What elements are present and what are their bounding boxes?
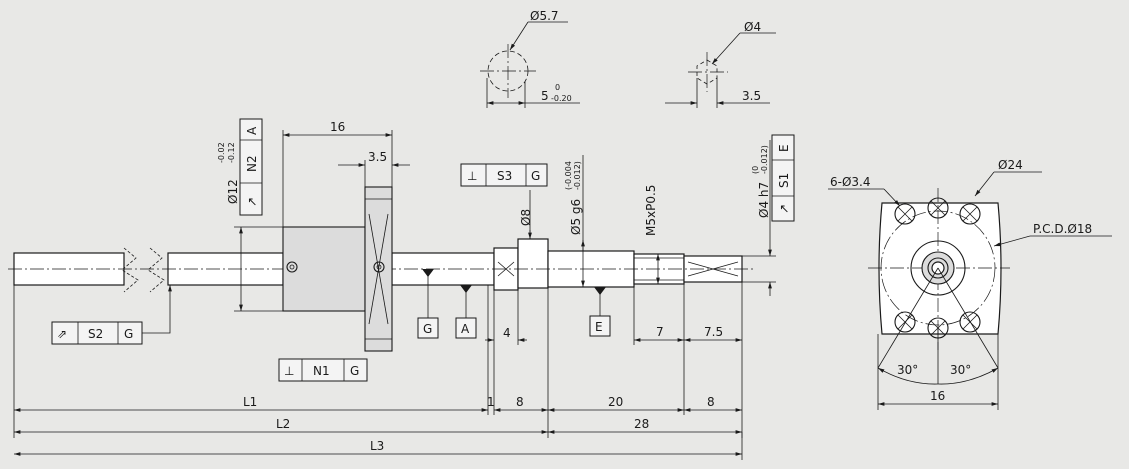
n1-datum: G xyxy=(350,364,359,378)
dim-8a: 8 xyxy=(516,395,524,409)
n2-datum: A xyxy=(245,126,259,135)
n2-label: N2 xyxy=(245,155,259,172)
s1-datum: E xyxy=(777,144,791,152)
dim-d12-tol-bot: -0.12 xyxy=(227,142,236,163)
dim-4: 4 xyxy=(503,326,511,340)
dim-d5g6: Ø5 g6 xyxy=(569,199,583,235)
datum-a: A xyxy=(461,322,470,336)
dim-16: 16 xyxy=(330,120,345,134)
dim-five: 5 xyxy=(541,89,549,103)
dim-28: 28 xyxy=(634,417,649,431)
dim-m5: M5xP0.5 xyxy=(644,185,658,236)
dim-one: 1 xyxy=(487,395,495,409)
main-dimensions: 16 3.5 Ø12 -0.02 -0.12 Ø8 Ø5 g6 (-0.004 … xyxy=(13,120,776,460)
dim-d4h7: Ø4 h7 xyxy=(757,182,771,218)
dim-pcd: P.C.D.Ø18 xyxy=(1033,222,1092,236)
dim-d5-tol-top: (-0.004 xyxy=(564,161,573,190)
s3-symbol: ⊥ xyxy=(467,169,477,183)
dim-d57: Ø5.7 xyxy=(530,9,559,23)
dim-d24: Ø24 xyxy=(998,158,1023,172)
screw-shaft xyxy=(8,238,756,293)
datum-e: E xyxy=(595,320,603,334)
dim-d8: Ø8 xyxy=(519,209,533,226)
dim-30a: 30° xyxy=(897,363,918,377)
s3-label: S3 xyxy=(497,169,512,183)
dim-20: 20 xyxy=(608,395,623,409)
dim-35-top: 3.5 xyxy=(742,89,761,103)
dim-tol-top: 0 xyxy=(555,83,560,92)
s2-label: S2 xyxy=(88,327,103,341)
n2-symbol: ↗ xyxy=(245,197,259,207)
dim-8b: 8 xyxy=(707,395,715,409)
s2-datum: G xyxy=(124,327,133,341)
dim-d12: Ø12 xyxy=(226,179,240,204)
detail-view-right: Ø4 3.5 xyxy=(665,20,776,108)
dim-35: 3.5 xyxy=(368,150,387,164)
flange-end-view: 30° 30° 16 6-Ø3.4 Ø24 P.C.D.Ø18 xyxy=(828,158,1112,410)
dim-tol-bot: -0.20 xyxy=(551,94,572,103)
ball-nut xyxy=(282,186,393,352)
datum-markers: G A E xyxy=(417,269,611,339)
frame-n1: ⊥ N1 G xyxy=(278,358,368,382)
n1-symbol: ⊥ xyxy=(284,364,294,378)
dim-d12-tol-top: -0.02 xyxy=(217,142,226,163)
dim-16b: 16 xyxy=(930,389,945,403)
s1-label: S1 xyxy=(777,173,791,188)
frame-s1: E S1 ↗ xyxy=(771,134,795,222)
s2-symbol: ⇗ xyxy=(57,327,67,341)
dim-L2: L2 xyxy=(276,417,290,431)
frame-s2: ⇗ S2 G xyxy=(51,285,172,345)
datum-g: G xyxy=(423,322,432,336)
dim-7: 7 xyxy=(656,325,664,339)
frame-s3: ⊥ S3 G xyxy=(460,163,548,187)
dim-holes: 6-Ø3.4 xyxy=(830,175,871,189)
s1-symbol: ↗ xyxy=(777,204,791,214)
dim-75: 7.5 xyxy=(704,325,723,339)
dim-d4-tol-top: (0 xyxy=(751,166,760,174)
dim-d4-top: Ø4 xyxy=(744,20,761,34)
dim-L3: L3 xyxy=(370,439,384,453)
frame-n2: A N2 ↗ xyxy=(239,118,263,216)
dim-d4-tol-bot: -0.012) xyxy=(760,145,769,174)
n1-label: N1 xyxy=(313,364,330,378)
detail-view-left: Ø5.7 5 0 -0.20 xyxy=(480,9,580,108)
dim-L1: L1 xyxy=(243,395,257,409)
dim-30b: 30° xyxy=(950,363,971,377)
dim-d5-tol-bot: -0.012) xyxy=(573,161,582,190)
s3-datum: G xyxy=(531,169,540,183)
